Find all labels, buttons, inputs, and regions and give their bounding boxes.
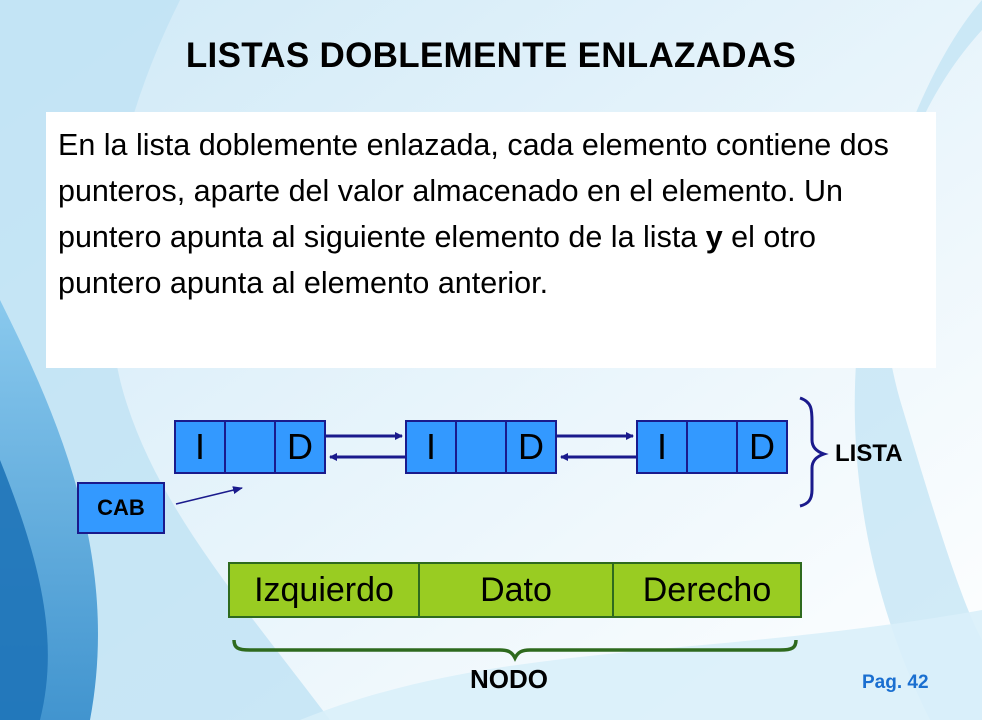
head-pointer-box: CAB [77,482,165,534]
description-box: En la lista doblemente enlazada, cada el… [46,112,936,368]
node-1-left-pointer: I [176,422,226,472]
description-text: En la lista doblemente enlazada, cada el… [58,122,922,306]
node-1-right-pointer: D [287,426,313,467]
list-node-2: I D [405,420,557,474]
list-node-1: I D [174,420,326,474]
list-node-3: I D [636,420,788,474]
node-structure: Izquierdo Dato Derecho [228,562,802,618]
field-dato: Dato [420,564,614,616]
node-3-data-cell [688,422,738,472]
slide-title: LISTAS DOBLEMENTE ENLAZADAS [185,36,797,75]
description-emphasis: y [705,220,723,254]
field-derecho: Derecho [642,570,772,609]
field-izquierdo: Izquierdo [230,564,420,616]
list-label: LISTA [835,440,903,467]
node-3-right-pointer: D [749,426,775,467]
node-3-left-pointer: I [638,422,688,472]
page-number: Pag. 42 [862,672,929,693]
description-part-3: el otro puntero apunta al elemento anter… [58,220,816,300]
node-2-left-pointer: I [407,422,457,472]
node-2-data-cell [457,422,507,472]
node-1-data-cell [226,422,276,472]
node-2-right-pointer: D [518,426,544,467]
node-label: NODO [470,664,548,694]
description-part-1: En la lista doblemente enlazada, cada el… [58,128,889,254]
